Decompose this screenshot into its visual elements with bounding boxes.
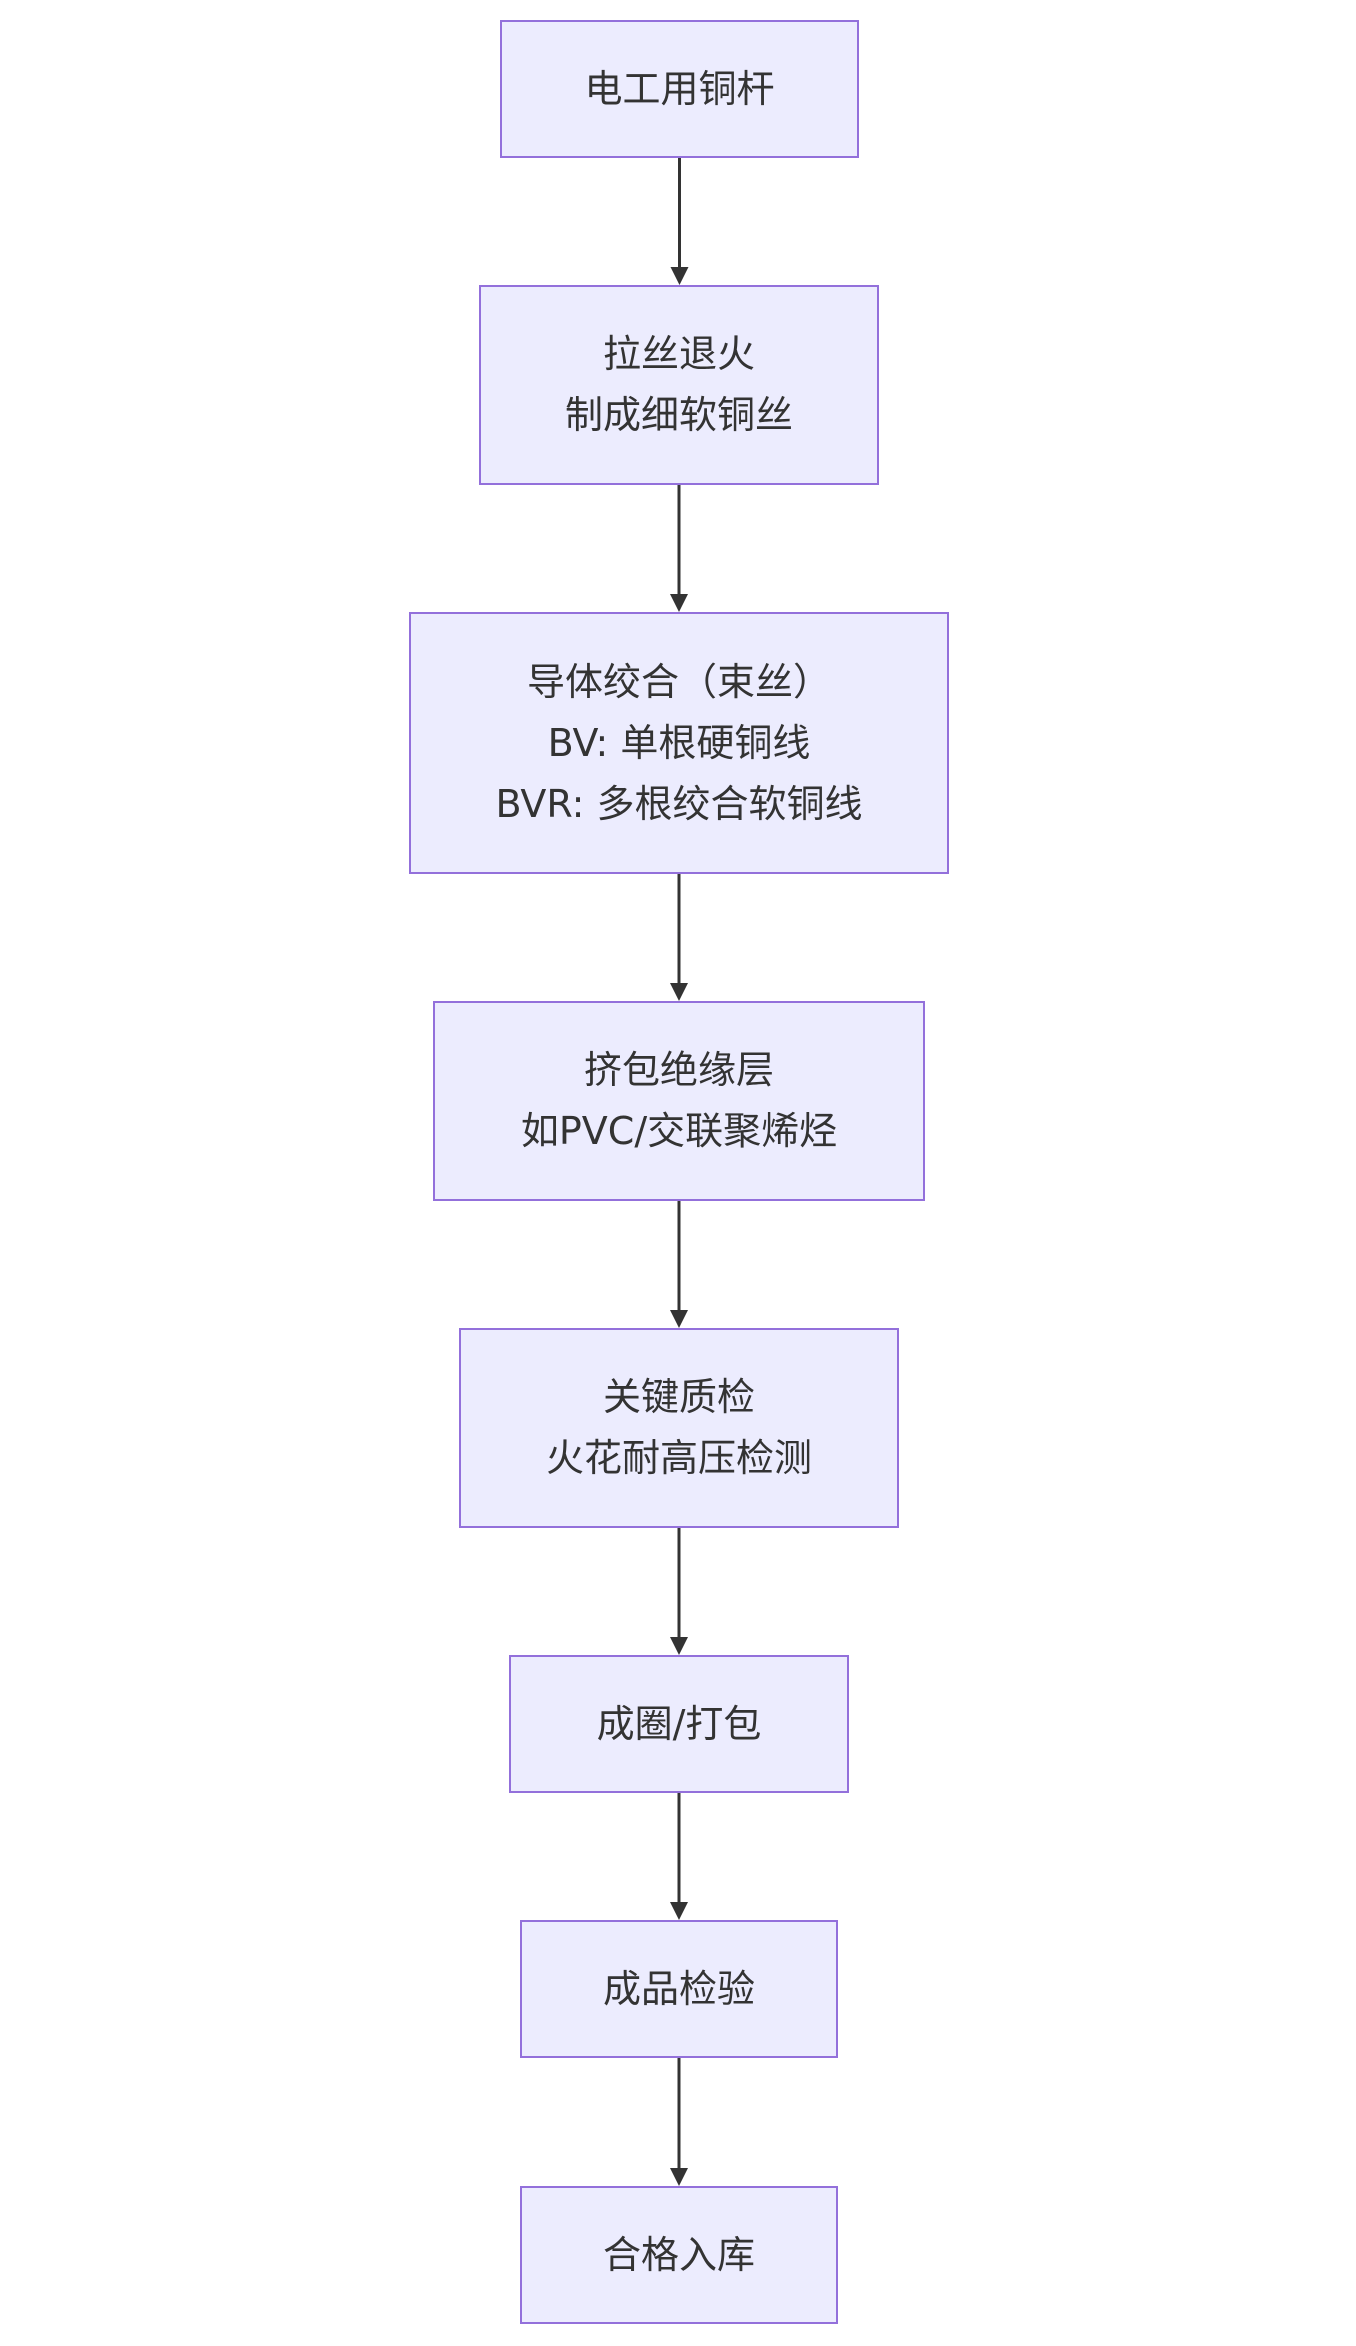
arrowhead-icon	[670, 1310, 688, 1328]
node-label: 合格入库	[602, 2232, 755, 2277]
node-label: BVR: 多根绞合软铜线	[495, 781, 863, 826]
node-label: BV: 单根硬铜线	[547, 720, 811, 765]
arrowhead-icon	[670, 267, 689, 285]
step-node-key-inspection: 关键质检 火花耐高压检测	[459, 1328, 899, 1528]
step-node-drawing-annealing: 拉丝退火 制成细软铜丝	[479, 285, 879, 485]
step-node-final-inspection: 成品检验	[520, 1920, 838, 2058]
flow-connector-n6-n7	[670, 1793, 688, 1920]
node-label: 导体绞合（束丝）	[526, 659, 831, 704]
node-label: 制成细软铜丝	[564, 393, 793, 437]
node-label: 成品检验	[602, 1966, 755, 2011]
arrowhead-icon	[670, 983, 688, 1001]
arrowhead-icon	[670, 2168, 688, 2186]
flow-connector-n4-n5	[670, 1201, 688, 1328]
step-node-coiling-packing: 成圈/打包	[509, 1655, 849, 1793]
node-label: 挤包绝缘层	[583, 1048, 774, 1092]
arrowhead-icon	[670, 1637, 688, 1655]
node-label: 成圈/打包	[596, 1701, 762, 1746]
step-node-conductor-stranding: 导体绞合（束丝） BV: 单根硬铜线 BVR: 多根绞合软铜线	[409, 612, 949, 874]
flow-connector-n5-n6	[670, 1528, 688, 1655]
arrowhead-icon	[670, 594, 688, 612]
flow-connector-n3-n4	[670, 874, 688, 1001]
flow-connector-n2-n3	[670, 485, 688, 612]
node-label: 关键质检	[602, 1375, 755, 1419]
step-node-copper-rod: 电工用铜杆	[500, 20, 859, 158]
arrowhead-icon	[670, 1902, 688, 1920]
node-label: 电工用铜杆	[584, 66, 775, 111]
step-node-insulation-extrusion: 挤包绝缘层 如PVC/交联聚烯烃	[433, 1001, 925, 1201]
flow-connector-n7-n8	[670, 2058, 688, 2186]
node-label: 如PVC/交联聚烯烃	[520, 1109, 838, 1153]
node-label: 拉丝退火	[602, 332, 755, 376]
flow-connector-n1-n2	[670, 158, 689, 285]
node-label: 火花耐高压检测	[545, 1436, 812, 1480]
step-node-warehousing: 合格入库	[520, 2186, 838, 2324]
